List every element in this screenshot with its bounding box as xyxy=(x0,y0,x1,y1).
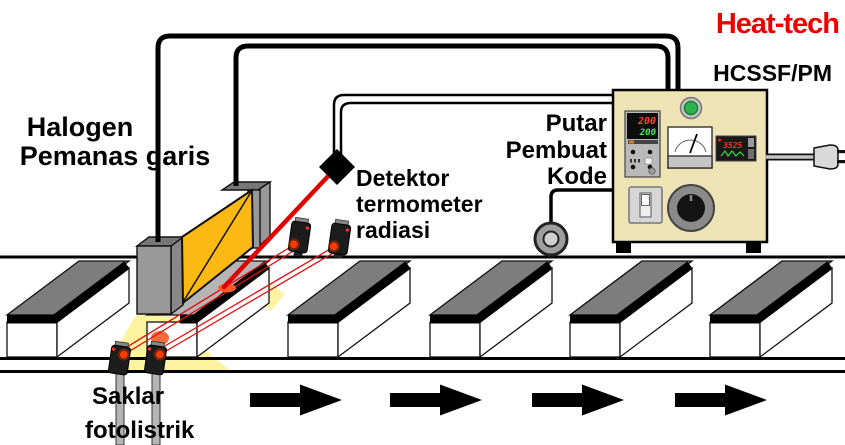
photo-switch-label-line2: fotolistrik xyxy=(85,417,195,444)
controller-box: 200 200 3525 xyxy=(611,88,769,253)
laser-beam xyxy=(221,169,335,290)
model-label: HCSSF/PM xyxy=(713,60,832,86)
photo-sensor-front-right xyxy=(144,340,167,376)
power-plug-icon xyxy=(766,144,845,170)
workpiece xyxy=(708,260,834,359)
encoder-label-line3: Kode xyxy=(547,163,607,190)
conveyor-arrow xyxy=(675,384,767,416)
control-knob xyxy=(667,184,715,232)
detector-label-line2: termometer xyxy=(356,191,483,217)
conveyor-arrows xyxy=(250,384,767,416)
workpiece xyxy=(568,260,694,359)
detector-label-line1: Detektor xyxy=(356,165,449,191)
digital-recorder: 3525 xyxy=(715,135,757,162)
meter-needle xyxy=(689,133,698,154)
encoder-label-line2: Pembuat xyxy=(506,137,607,164)
photo-sensor-rear-left xyxy=(287,216,312,257)
heater-label-line2: Pemanas garis xyxy=(20,141,211,171)
temp-controller: 200 200 xyxy=(624,110,661,178)
photo-switch-label-line1: Saklar xyxy=(92,383,164,410)
halogen-heater xyxy=(134,180,273,316)
encoder-wire xyxy=(549,188,612,226)
conveyor-arrow xyxy=(390,384,482,416)
temp-pv: 200 xyxy=(637,116,656,127)
sensor-beams xyxy=(121,242,341,355)
analog-meter xyxy=(667,126,713,169)
temp-controller-display xyxy=(627,113,658,139)
photo-sensor-rear-right xyxy=(327,218,352,259)
toggle-switch xyxy=(628,186,663,224)
workpiece xyxy=(5,260,131,359)
radiation-detector-icon xyxy=(319,149,355,185)
brand-logo: Heat-tech xyxy=(716,8,839,40)
heater-power-wires xyxy=(155,33,681,242)
recorder-value: 3525 xyxy=(722,141,742,150)
workpiece xyxy=(286,260,412,359)
rotary-encoder-icon xyxy=(533,188,612,257)
heater-end-cap-left xyxy=(134,235,186,316)
conveyor-arrow xyxy=(250,384,342,416)
heater-body xyxy=(180,188,255,306)
temp-sv: 200 xyxy=(639,128,657,138)
encoder-label-line1: Putar xyxy=(546,110,607,137)
workpiece xyxy=(428,260,554,359)
detector-signal-wires xyxy=(332,93,613,160)
indicator-lamp xyxy=(683,100,699,116)
photo-sensor-front-left xyxy=(108,340,131,376)
detector-label-line3: radiasi xyxy=(356,217,430,243)
heater-label-line1: Halogen xyxy=(27,112,134,142)
conveyor-arrow xyxy=(532,384,624,416)
